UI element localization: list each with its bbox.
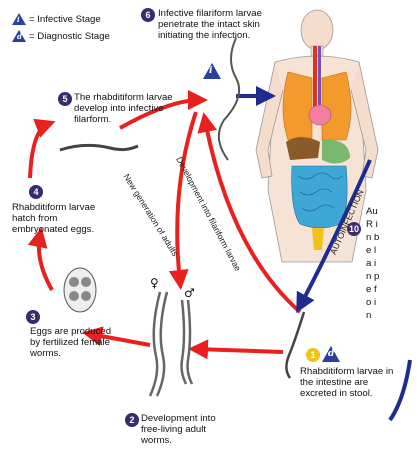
step-10-badge: 10 bbox=[347, 222, 361, 236]
male-adult-worm bbox=[180, 299, 194, 385]
infective-stage-marker: i bbox=[203, 63, 221, 79]
step-10-text: Au R in be la in pe fo in bbox=[366, 206, 380, 321]
diagnostic-stage-marker: d bbox=[322, 346, 340, 362]
male-symbol: ♂ bbox=[184, 286, 195, 300]
step-3-badge: 3 bbox=[26, 310, 40, 324]
rhabditiform-larva-5 bbox=[59, 143, 139, 152]
infection-arrows bbox=[236, 86, 412, 422]
step-2-text: Development into free-living adult worms… bbox=[141, 413, 216, 446]
step-4-text: Rhabditiform larvae hatch from embryonat… bbox=[12, 202, 96, 235]
legend-diagnostic-label: = Diagnostic Stage bbox=[29, 30, 110, 42]
filariform-larva bbox=[217, 37, 240, 161]
female-adult-worm bbox=[148, 291, 169, 397]
step-3-text: Eggs are produced by fertilized female w… bbox=[30, 326, 112, 359]
step-6-badge: 6 bbox=[141, 8, 155, 22]
legend-diagnostic: d = Diagnostic Stage bbox=[12, 30, 110, 42]
free-living-cycle-arrows bbox=[27, 90, 302, 360]
step-6-text: Infective filariform larvae penetrate th… bbox=[158, 8, 262, 41]
human-figure bbox=[255, 9, 379, 263]
step-2-badge: 2 bbox=[125, 413, 139, 427]
step-5-badge: 5 bbox=[58, 92, 72, 106]
diagnostic-stage-icon: d bbox=[12, 30, 26, 42]
step-1-text: Rhabditiform larvae in the intestine are… bbox=[300, 366, 394, 399]
infective-stage-icon: i bbox=[12, 13, 26, 25]
step-1-badge: 1 bbox=[306, 348, 320, 362]
legend-infective: i = Infective Stage bbox=[12, 13, 101, 25]
legend-infective-label: = Infective Stage bbox=[29, 13, 101, 25]
step-4-badge: 4 bbox=[29, 185, 43, 199]
female-symbol: ♀ bbox=[150, 276, 159, 290]
egg-cluster bbox=[63, 267, 97, 313]
rhabditiform-larva-1 bbox=[285, 311, 306, 379]
step-5-text: The rhabditiform larvae develop into inf… bbox=[74, 92, 173, 125]
